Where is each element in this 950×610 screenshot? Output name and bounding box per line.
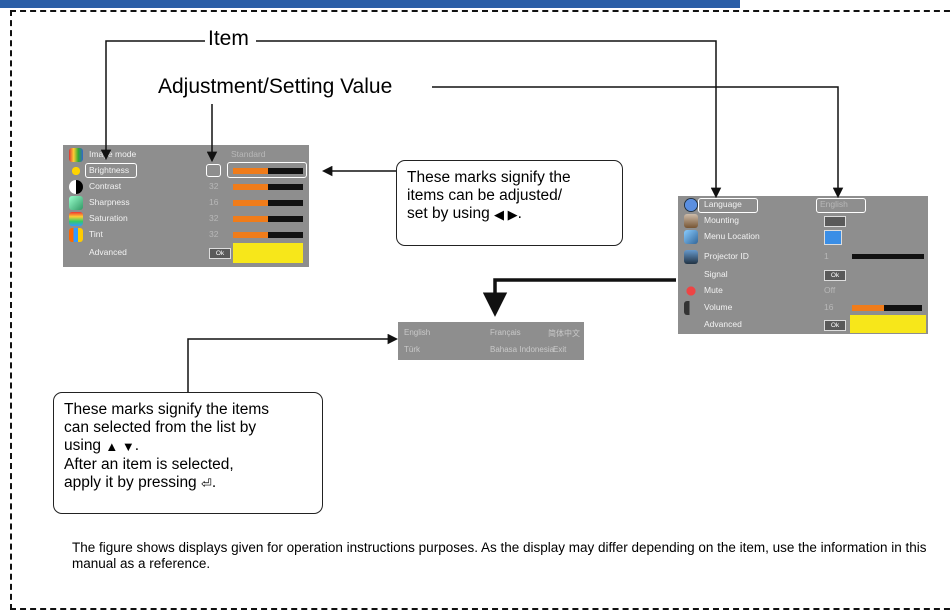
language-option[interactable]: Türk [404,345,420,354]
language-option[interactable]: English [404,328,431,337]
language-list-panel: English Français 简体中文 Türk Bahasa Indone… [398,322,584,360]
list-arrow [187,333,399,392]
menu-row-mute: Mute Off [678,283,928,299]
menu-row-brightness: Brightness [63,163,309,179]
sharpness-bar [233,200,303,206]
language-icon [684,198,698,212]
advanced-highlight [233,243,303,263]
menu-row-image-mode: Image mode Standard [63,147,309,163]
menu-location-preview[interactable] [824,230,842,245]
projector-id-bar [852,254,924,259]
brightness-icon [69,164,83,178]
picture-menu: Image mode Standard Brightness Contrast … [63,145,309,267]
saturation-bar [233,216,303,222]
menu-row-signal: Signal Ok [678,267,928,283]
brightness-bar [233,168,303,174]
brightness-item-highlight [85,163,137,178]
language-option[interactable]: Français [490,328,521,337]
sharpness-icon [69,196,83,210]
image-mode-icon [69,148,83,162]
menu-row-language: Language English [678,197,928,213]
advanced-highlight-2 [850,315,926,333]
volume-icon [684,301,698,315]
select-marks-callout: These marks signify the items can select… [53,392,323,514]
submenu-thick-arrow [482,278,676,317]
advanced-ok-button[interactable]: Ok [209,248,231,259]
contrast-icon [69,180,83,194]
header-strip [0,0,740,8]
item-arrow-left [100,40,205,161]
menu-row-menu-location: Menu Location [678,229,928,245]
menu-row-advanced: Advanced Ok [63,243,309,263]
tint-bar [233,232,303,238]
menu-row-tint: Tint 32 [63,227,309,243]
menu-row-sharpness: Sharpness 16 [63,195,309,211]
brightness-bar-highlight [227,162,307,178]
contrast-bar [233,184,303,190]
menu-row-volume: Volume 16 [678,300,928,316]
item-label: Item [208,27,249,50]
language-item-highlight [698,198,758,213]
enter-icon: ⏎ [201,476,212,491]
menu-row-projector-id: Projector ID 1 [678,249,928,265]
adjustment-value-label: Adjustment/Setting Value [158,75,393,98]
mute-icon [684,284,698,298]
value-arrow-right [432,86,844,199]
language-option[interactable]: 简体中文 [548,329,580,338]
adjust-marks-callout: These marks signify the items can be adj… [396,160,623,246]
menu-row-advanced-2: Advanced Ok [678,315,928,333]
menu-row-contrast: Contrast 32 [63,179,309,195]
saturation-icon [69,212,83,226]
footer-note: The figure shows displays given for oper… [72,540,927,571]
projector-id-icon [684,250,698,264]
volume-bar [852,305,922,311]
up-down-arrow-icon: ▲ ▼ [105,439,135,454]
language-value-highlight [816,198,866,213]
brightness-value-highlight [206,164,221,177]
menu-row-mounting: Mounting [678,213,928,229]
left-right-arrow-icon: ◀ ▶ [494,207,518,222]
connector-arrows [100,40,844,392]
tint-icon [69,228,83,242]
language-option[interactable]: Bahasa Indonesia [490,345,555,354]
mounting-icon [684,214,698,228]
exit-option[interactable]: Exit [553,345,567,354]
menu-location-icon [684,230,698,244]
setting-menu: Language English Mounting Menu Location … [678,196,928,334]
item-arrow-right [256,40,722,199]
signal-ok-button[interactable]: Ok [824,270,846,281]
advanced-ok-button-2[interactable]: Ok [824,320,846,331]
menu-row-saturation: Saturation 32 [63,211,309,227]
mounting-option-icon[interactable] [824,216,846,227]
